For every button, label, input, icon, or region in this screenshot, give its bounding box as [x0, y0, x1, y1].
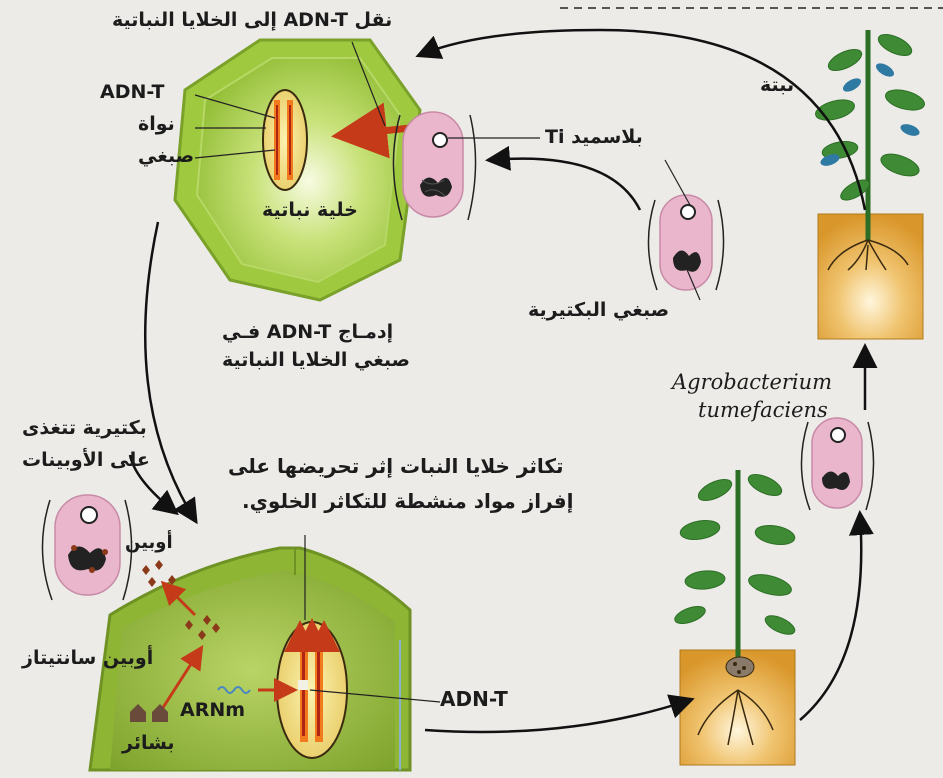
plant-label: نبتة	[760, 75, 794, 97]
arnm-label: ARNm	[180, 700, 245, 722]
plasmid-ti-label: بلاسميد Ti	[545, 127, 643, 149]
opine-label: أوبين	[125, 533, 173, 554]
precursors-label: بشائر	[122, 733, 175, 755]
nucleus-top	[263, 90, 307, 190]
opine-synthetase-label: أوبين سانتيتاز	[22, 648, 153, 670]
integration-label-line1: إدمـاج ADN-T فـي	[222, 322, 393, 344]
crown-gall-tumor	[726, 657, 754, 677]
chromosome-label: صبغي	[138, 146, 194, 168]
bacterium-attaching	[403, 112, 463, 217]
bacterium-right	[812, 418, 862, 508]
bacteria-feed-label-line2: على الأوبينات	[22, 450, 150, 472]
integration-label-line2: صبغي الخلايا النباتية	[222, 350, 410, 372]
bacterium-feeding	[55, 495, 120, 595]
transfer-label: نقل ADN-T إلى الخلايا النباتية	[112, 10, 392, 32]
bacterium-middle	[660, 195, 712, 290]
bacteria-feed-label-line1: بكتيرية تتغذى	[22, 418, 147, 440]
adn-t-bottom-label: ADN-T	[440, 688, 508, 711]
proliferation-label-line1: تكاثر خلايا النبات إثر تحريضها على	[228, 455, 564, 478]
agrobacterium-label-line1: Agrobacterium	[672, 370, 832, 394]
nucleus-label: نواة	[138, 114, 175, 136]
agrobacterium-label-line2: tumefaciens	[698, 398, 828, 422]
bacterial-chromosome-label: صبغي البكتيرية	[528, 300, 669, 322]
plant-cell-label: خلية نباتية	[262, 200, 358, 222]
adn-t-top-label: ADN-T	[100, 82, 164, 104]
proliferation-label-line2: إفراز مواد منشطة للتكاثر الخلوي.	[242, 490, 574, 513]
